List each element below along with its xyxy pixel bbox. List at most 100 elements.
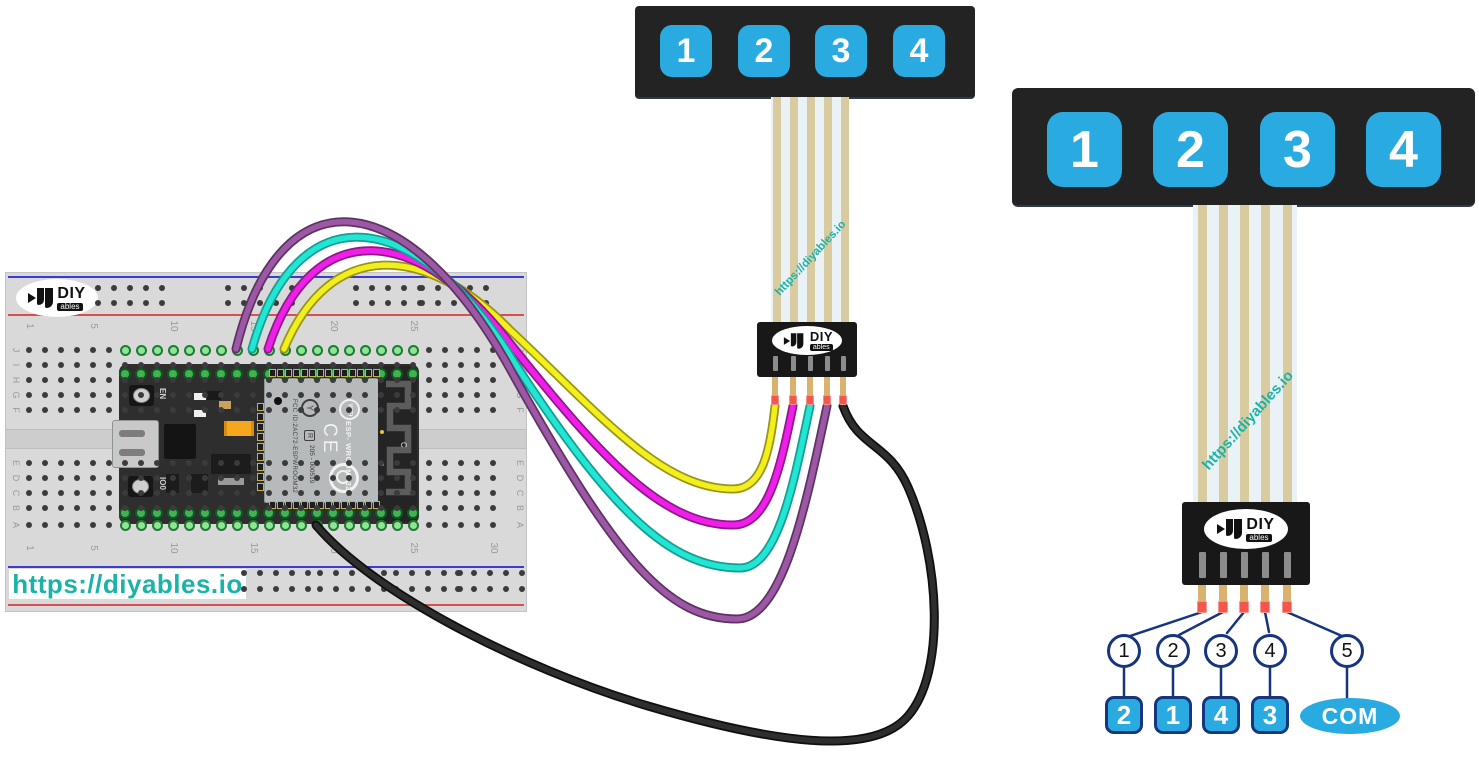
breadboard-hole bbox=[409, 586, 415, 592]
connector-pin-tip bbox=[839, 395, 847, 405]
regulator-pad bbox=[218, 478, 244, 485]
breadboard-hole bbox=[90, 475, 96, 481]
connector-slot bbox=[772, 356, 778, 371]
breadboard-hole bbox=[503, 586, 509, 592]
keypad-small-button-4[interactable]: 4 bbox=[893, 25, 945, 77]
breadboard-row-label: J bbox=[515, 347, 525, 353]
breadboard-hole bbox=[362, 475, 368, 481]
ribbon-stripe bbox=[773, 97, 781, 322]
keypad-small-button-1[interactable]: 1 bbox=[660, 25, 712, 77]
connector-pin-tip bbox=[806, 395, 814, 405]
breadboard-hole bbox=[458, 475, 464, 481]
breadboard-hole bbox=[425, 570, 431, 576]
breadboard-hole bbox=[317, 586, 323, 592]
logo-text-diy: DIY bbox=[809, 329, 834, 344]
connector-slot bbox=[1240, 552, 1248, 578]
breadboard-hole bbox=[346, 460, 352, 466]
breadboard-hole bbox=[74, 377, 80, 383]
connector-pin-tip bbox=[1282, 601, 1292, 613]
breadboard-hole bbox=[330, 460, 336, 466]
breadboard-hole-connected bbox=[312, 345, 323, 356]
keypad-large-button-1[interactable]: 1 bbox=[1047, 112, 1122, 187]
connector-small: DIY ables bbox=[757, 322, 857, 377]
breadboard-hole bbox=[58, 377, 64, 383]
breadboard-hole bbox=[170, 377, 176, 383]
breadboard-hole-connected bbox=[248, 345, 259, 356]
breadboard-hole bbox=[282, 475, 288, 481]
breadboard-hole bbox=[317, 570, 323, 576]
breadboard-hole bbox=[234, 392, 240, 398]
breadboard-hole bbox=[42, 377, 48, 383]
breadboard-hole bbox=[455, 570, 461, 576]
breadboard-hole bbox=[426, 347, 432, 353]
breadboard-hole bbox=[26, 505, 32, 511]
connector-pin bbox=[772, 377, 778, 399]
breadboard-hole bbox=[393, 586, 399, 592]
breadboard-hole bbox=[394, 475, 400, 481]
keypad-small-button-3[interactable]: 3 bbox=[815, 25, 867, 77]
breadboard-hole bbox=[138, 475, 144, 481]
module-pad bbox=[317, 369, 324, 377]
breadboard-hole bbox=[26, 347, 32, 353]
breadboard-hole bbox=[42, 362, 48, 368]
breadboard-hole bbox=[170, 392, 176, 398]
breadboard-hole bbox=[218, 392, 224, 398]
breadboard-hole bbox=[26, 490, 32, 496]
breadboard-hole bbox=[330, 377, 336, 383]
breadboard-hole bbox=[170, 362, 176, 368]
breadboard-hole bbox=[333, 586, 339, 592]
breadboard-hole bbox=[349, 586, 355, 592]
keypad-large-button-3[interactable]: 3 bbox=[1260, 112, 1335, 187]
ribbon-stripe bbox=[1283, 205, 1292, 502]
breadboard-hole bbox=[170, 475, 176, 481]
ribbon-stripe bbox=[790, 97, 798, 322]
breadboard-hole bbox=[106, 522, 112, 528]
breadboard-hole bbox=[266, 460, 272, 466]
breadboard-hole-connected bbox=[136, 345, 147, 356]
diyables-logo-icon bbox=[28, 288, 54, 308]
ribbon-stripe bbox=[807, 97, 815, 322]
diyables-logo: DIY ables bbox=[16, 279, 98, 317]
breadboard-hole bbox=[26, 392, 32, 398]
breadboard-hole bbox=[225, 285, 231, 291]
keypad-large-button-4[interactable]: 4 bbox=[1366, 112, 1441, 187]
breadboard-hole-connected bbox=[152, 520, 163, 531]
breadboard-hole bbox=[234, 362, 240, 368]
ribbon-stripe bbox=[1198, 205, 1207, 502]
breadboard-hole bbox=[474, 505, 480, 511]
breadboard-hole bbox=[282, 362, 288, 368]
breadboard-hole bbox=[330, 362, 336, 368]
connector-slot bbox=[824, 356, 830, 371]
breadboard-hole bbox=[289, 300, 295, 306]
breadboard-hole bbox=[58, 475, 64, 481]
logo-text-ables: ables bbox=[1246, 533, 1272, 542]
keypad-small-button-2[interactable]: 2 bbox=[738, 25, 790, 77]
ribbon-cable-large bbox=[1193, 205, 1297, 502]
breadboard-hole bbox=[106, 392, 112, 398]
connector-slot bbox=[1261, 552, 1269, 578]
breadboard-hole-connected bbox=[344, 520, 355, 531]
keypad-large-button-2[interactable]: 2 bbox=[1153, 112, 1228, 187]
breadboard-hole bbox=[42, 522, 48, 528]
breadboard-hole bbox=[234, 505, 240, 511]
breadboard-hole bbox=[122, 505, 128, 511]
power-rail-line-red bbox=[8, 314, 524, 316]
breadboard-hole-connected bbox=[296, 520, 307, 531]
connector-pin-tip bbox=[1239, 601, 1249, 613]
breadboard-hole bbox=[305, 586, 311, 592]
pin-number-circle-3: 3 bbox=[1204, 634, 1238, 668]
breadboard-hole bbox=[202, 460, 208, 466]
breadboard-hole bbox=[298, 407, 304, 413]
breadboard-hole bbox=[154, 490, 160, 496]
pin-function-label-3: 4 bbox=[1202, 696, 1240, 734]
breadboard-column-label: 5 bbox=[88, 323, 99, 329]
breadboard-hole bbox=[106, 475, 112, 481]
breadboard-hole-connected bbox=[200, 345, 211, 356]
antenna-trace-icon bbox=[386, 380, 412, 496]
breadboard-hole bbox=[218, 460, 224, 466]
breadboard-hole bbox=[474, 522, 480, 528]
breadboard-hole bbox=[250, 362, 256, 368]
breadboard-hole bbox=[426, 490, 432, 496]
breadboard-hole bbox=[426, 460, 432, 466]
breadboard-hole bbox=[458, 460, 464, 466]
